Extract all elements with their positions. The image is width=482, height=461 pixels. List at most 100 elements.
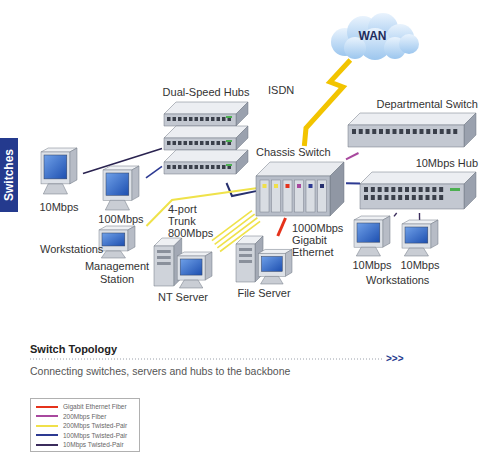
chassis-switch: Chassis Switch [256,146,346,218]
legend-label: 200Mbps Fiber [63,412,106,421]
chassis-port [297,184,301,188]
section-tab: Switches [0,138,18,212]
hub-led [226,140,232,142]
monitor-side [70,148,77,184]
hub-port [419,195,423,200]
server-tower-front [236,244,255,282]
switch-port [413,129,417,134]
server-tower-front [154,246,174,286]
node-label: WAN [325,30,420,43]
monitor-screen [180,259,202,275]
node-label: 10Mbps [350,259,394,272]
chassis-card [295,180,304,212]
node-label: File Server [232,287,296,300]
edge-label: 4-port Trunk 800Mbps [168,203,214,239]
switch-case-top [348,113,476,125]
ethernet-cable [419,213,421,220]
hub-port [371,195,375,200]
switch-port [386,129,390,134]
arrow-marker: >>> [386,352,404,365]
label-wrap: File Server [232,287,296,300]
switch-case-front [348,125,464,147]
switch-case-side [464,113,476,147]
hub-port [385,195,389,200]
hub-port [405,187,409,192]
workstation: 10Mbps [350,216,394,272]
legend-row: 10Mbps Twisted-Pair [31,440,139,450]
monitor-base [404,248,428,256]
chassis-case-top [256,162,344,176]
dotted-rule [30,359,384,360]
monitor-screen [357,223,380,242]
hub-port [412,187,416,192]
ws-icon [402,220,438,256]
hub-port [178,165,182,169]
isdn-link [304,60,350,146]
monitor-base [105,200,129,210]
hub-port [206,141,210,145]
chassis-case-side [330,162,344,216]
node-label: Chassis Switch [256,146,346,159]
hub-port [385,187,389,192]
hub-case-top [360,172,476,184]
hub-port [211,141,215,145]
switch-port [453,129,457,134]
ethernet-cable [346,182,360,184]
icon-group [103,166,139,210]
hub-case-side [236,102,248,126]
switch-port [372,129,376,134]
fiber-cable [346,153,358,159]
legend-label: 200Mbps Twisted-Pair [63,421,127,430]
figure-title: Switch Topology [30,343,117,355]
hub-port [439,195,443,200]
chassis-card [260,180,269,212]
icon-group [236,236,292,284]
server-icon [154,238,212,288]
ethernet-cable [83,148,162,173]
label-wrap: 10Mbps Hub [360,157,478,170]
switch-port [399,129,403,134]
node-label: NT Server [150,291,216,304]
ws-icon [103,166,139,210]
hub-port [378,195,382,200]
hub-port [217,117,221,121]
chassis-case-front [256,176,330,216]
legend-label: Gigabit Ethernet Fiber [63,402,127,411]
label-wrap: 10Mbps [35,201,83,214]
drive-bay [157,262,171,265]
monitor-case [41,152,70,184]
switch-port [406,129,410,134]
switch-port [366,129,370,134]
workstation: 10Mbps [398,220,442,272]
ws-icon [354,216,390,256]
hub-stack: Dual-Speed Hubs [162,86,250,183]
ws-icon [99,226,135,258]
monitor-case [103,170,132,200]
drive-bay [157,250,171,253]
hub-port [217,141,221,145]
legend-swatch [36,434,58,436]
icon-group [164,102,248,174]
switch-port [420,129,424,134]
hub-port [195,117,199,121]
wan-cloud: WAN [325,12,420,60]
node-label: Management Station [84,260,150,286]
icon-group [354,216,390,256]
hub-case-top [164,126,248,138]
node-label: Dual-Speed Hubs [162,86,250,99]
hub-led [226,116,232,118]
monitor-side [383,216,390,247]
switch-port [393,129,397,134]
hub-port [178,117,182,121]
hub-port [167,165,171,169]
hub-port [426,187,430,192]
monitor-base [356,247,380,256]
group-label: Workstations [366,274,429,287]
chassis-port [286,184,290,188]
ws-icon [41,148,77,194]
switch-port [359,129,363,134]
hub-port [178,141,182,145]
drive-bay [239,254,252,257]
hub-port [200,141,204,145]
